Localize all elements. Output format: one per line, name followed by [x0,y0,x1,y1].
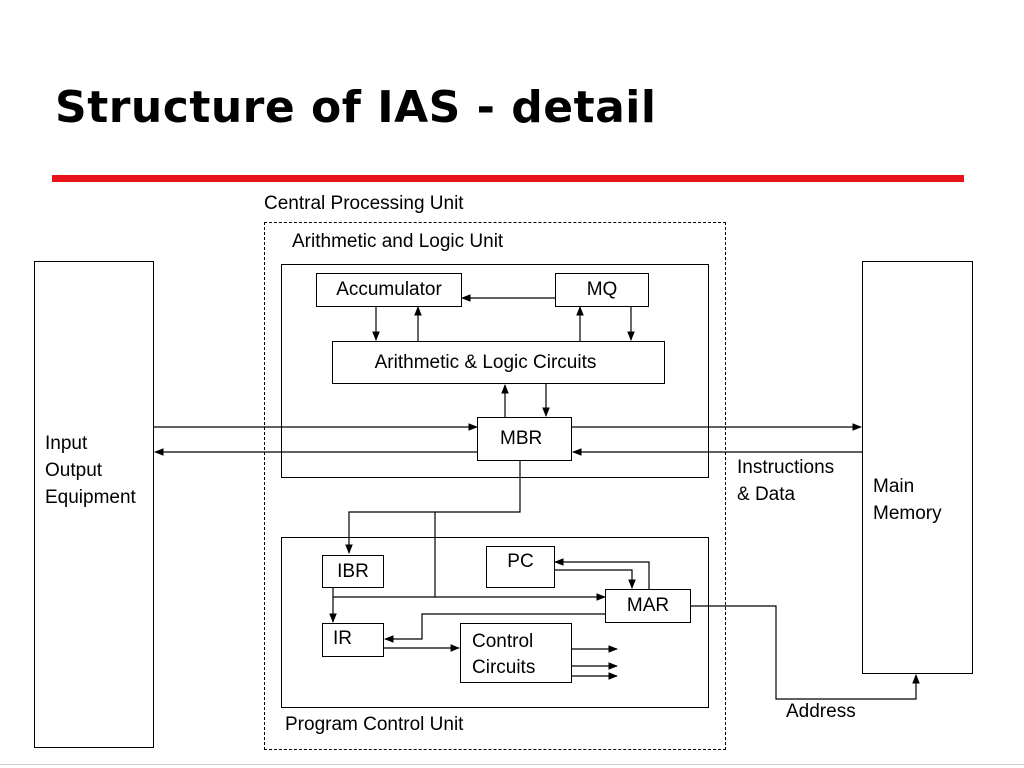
alu-label: Arithmetic and Logic Unit [292,231,504,252]
arrow-mar-to-ir [384,613,605,643]
cpu-label: Central Processing Unit [264,193,464,214]
instructions-data-label: Instructions & Data [737,457,835,505]
ibr-box: IBR [322,555,384,588]
slide-title: Structure of IAS - detail [55,82,657,133]
main-memory-label: Main Memory [873,476,942,524]
io-equipment-label: Input Output Equipment [45,433,136,508]
address-label: Address [786,701,856,722]
alc-box: Arithmetic & Logic Circuits [332,341,665,384]
accumulator-box: Accumulator [316,273,462,307]
arrow-mar-to-pc [554,558,650,589]
slide-footer-line [0,764,1024,765]
main-memory-box [862,261,973,674]
arrow-mar-to-memory-address [691,605,920,700]
mar-box: MAR [605,589,691,623]
mbr-box: MBR [477,417,572,461]
pc-box: PC [486,546,555,588]
alu-region [281,264,709,478]
cpu-boundary [264,222,726,750]
title-underline [52,175,964,182]
ir-box: IR [322,623,384,657]
arrow-pc-to-mar [555,569,636,589]
io-equipment-box [34,261,154,748]
pcu-label: Program Control Unit [285,714,464,735]
pcu-region [281,537,709,708]
mq-box: MQ [555,273,649,307]
control-circuits-box: Control Circuits [460,623,572,683]
